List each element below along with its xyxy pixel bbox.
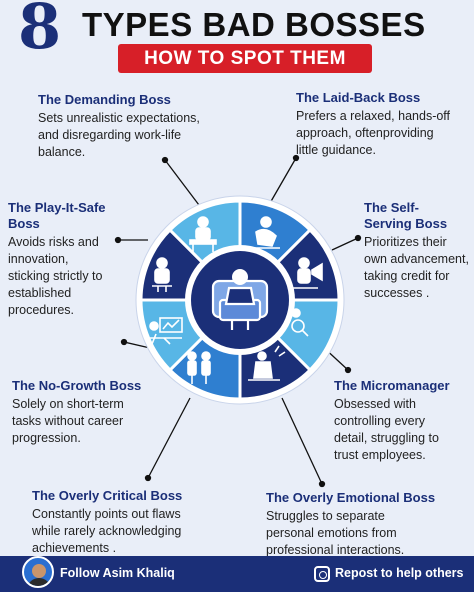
boss-title: The No-Growth Boss: [12, 378, 142, 393]
page-title: TYPES BAD BOSSES: [82, 6, 426, 43]
boss-title: The Overly Emotional Boss: [266, 490, 436, 505]
businessman-chair-icon: [211, 269, 269, 330]
emotional-boss-icon: [248, 345, 286, 381]
header-number: 8: [18, 0, 62, 63]
presentation-icon: [149, 317, 183, 345]
boss-title: The Laid-Back Boss: [296, 90, 421, 105]
magnifier-boss-icon: [291, 308, 309, 337]
megaphone-boss-icon: [290, 257, 323, 289]
subtitle-banner: HOW TO SPOT THEM: [118, 44, 372, 73]
blocked-growth-icon: [187, 351, 211, 384]
connector-line: [331, 237, 359, 251]
relaxed-boss-icon: [250, 216, 280, 249]
boss-description: Sets unrealistic expectations,and disreg…: [38, 111, 200, 159]
follow-link[interactable]: Follow Asim Khaliq: [60, 566, 175, 580]
footer-bar: [0, 556, 474, 592]
connector-line: [123, 341, 151, 349]
connector-line: [281, 397, 323, 485]
boss-card-overly-critical: The Overly Critical Boss Constantly poin…: [32, 488, 232, 557]
repost-icon[interactable]: [314, 566, 330, 582]
avatar[interactable]: [22, 556, 54, 588]
boss-title: The Self-Serving Boss: [364, 200, 448, 231]
boss-at-desk-icon: [189, 216, 217, 252]
repost-link[interactable]: Repost to help others: [335, 566, 464, 580]
boss-title: The Demanding Boss: [38, 92, 171, 107]
scolding-boss-icon: [152, 257, 172, 292]
boss-card-overly-emotional: The Overly Emotional Boss Struggles to s…: [266, 490, 472, 559]
boss-card-demanding: The Demanding Boss Sets unrealistic expe…: [38, 92, 288, 161]
connector-line: [147, 397, 191, 479]
boss-card-laid-back: The Laid-Back Boss Prefers a relaxed, ha…: [296, 90, 466, 159]
boss-title: The Micromanager: [334, 378, 450, 393]
boss-title: The Overly Critical Boss: [32, 488, 183, 503]
